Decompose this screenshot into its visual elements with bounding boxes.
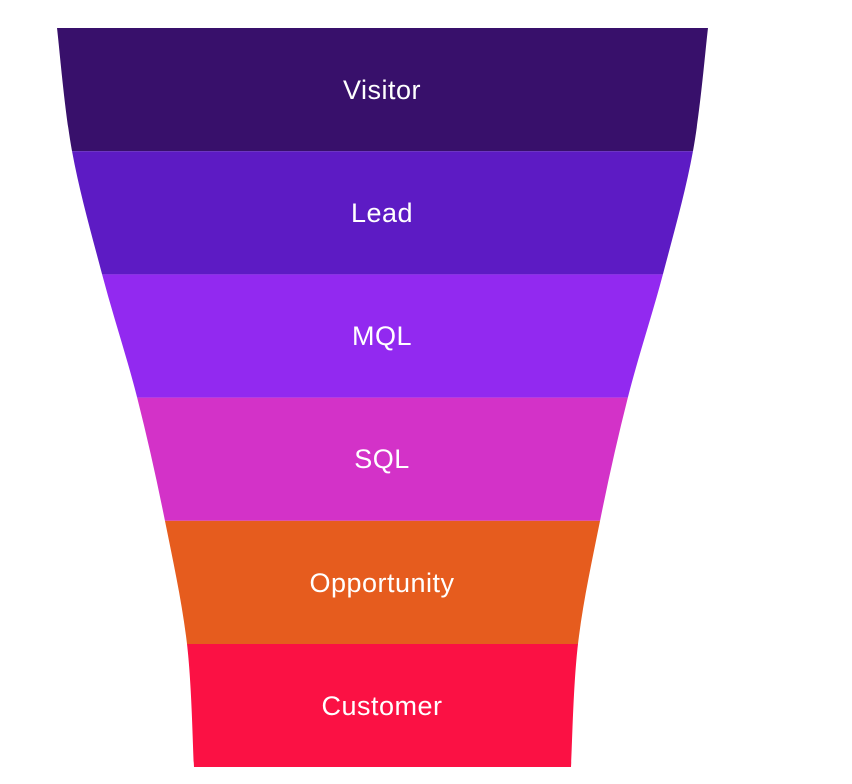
- funnel-segment-visitor: [57, 28, 708, 152]
- funnel-segment-label-opportunity: Opportunity: [309, 568, 454, 598]
- funnel-segment-lead: [57, 151, 708, 275]
- funnel-segment-sql: [57, 397, 708, 521]
- funnel-segment-mql: [57, 274, 708, 398]
- funnel-segment-label-visitor: Visitor: [343, 75, 421, 105]
- funnel-segment-label-mql: MQL: [352, 321, 412, 351]
- funnel-segment-label-lead: Lead: [351, 198, 413, 228]
- funnel-segment-label-sql: SQL: [354, 444, 410, 474]
- funnel-segment-label-customer: Customer: [321, 691, 442, 721]
